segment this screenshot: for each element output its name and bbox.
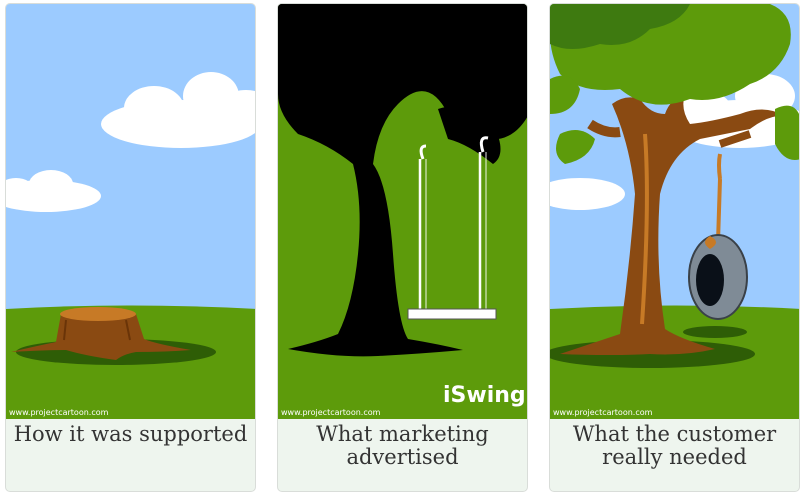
cloud xyxy=(101,72,255,148)
credit-label: www.projectcartoon.com xyxy=(281,408,381,417)
panel-what-the-customer-really-needed: www.projectcartoon.com What the customer… xyxy=(549,3,800,492)
product-name-label: iSwing xyxy=(443,383,526,408)
credit-label: www.projectcartoon.com xyxy=(553,408,653,417)
foliage xyxy=(550,4,799,164)
caption: How it was supported xyxy=(13,422,248,446)
tire-swing xyxy=(688,153,748,320)
caption: What marketing advertised xyxy=(316,422,489,469)
tree-stump xyxy=(11,307,191,360)
silhouette-tree-swing-illustration: iSwing www.projectcartoon.com xyxy=(278,4,527,419)
caption: What the customer really needed xyxy=(572,422,777,469)
cloud xyxy=(550,178,625,210)
tree-trunk xyxy=(560,94,785,355)
cloud xyxy=(6,170,101,212)
panel-how-it-was-supported: www.projectcartoon.com How it was suppor… xyxy=(5,3,256,492)
tire-swing-tree-illustration: www.projectcartoon.com xyxy=(550,4,799,419)
credit-label: www.projectcartoon.com xyxy=(9,408,109,417)
panel-what-marketing-advertised: iSwing www.projectcartoon.com What marke… xyxy=(277,3,528,492)
stump-illustration: www.projectcartoon.com xyxy=(6,4,255,419)
swing xyxy=(407,136,497,320)
tree-silhouette xyxy=(278,4,527,357)
